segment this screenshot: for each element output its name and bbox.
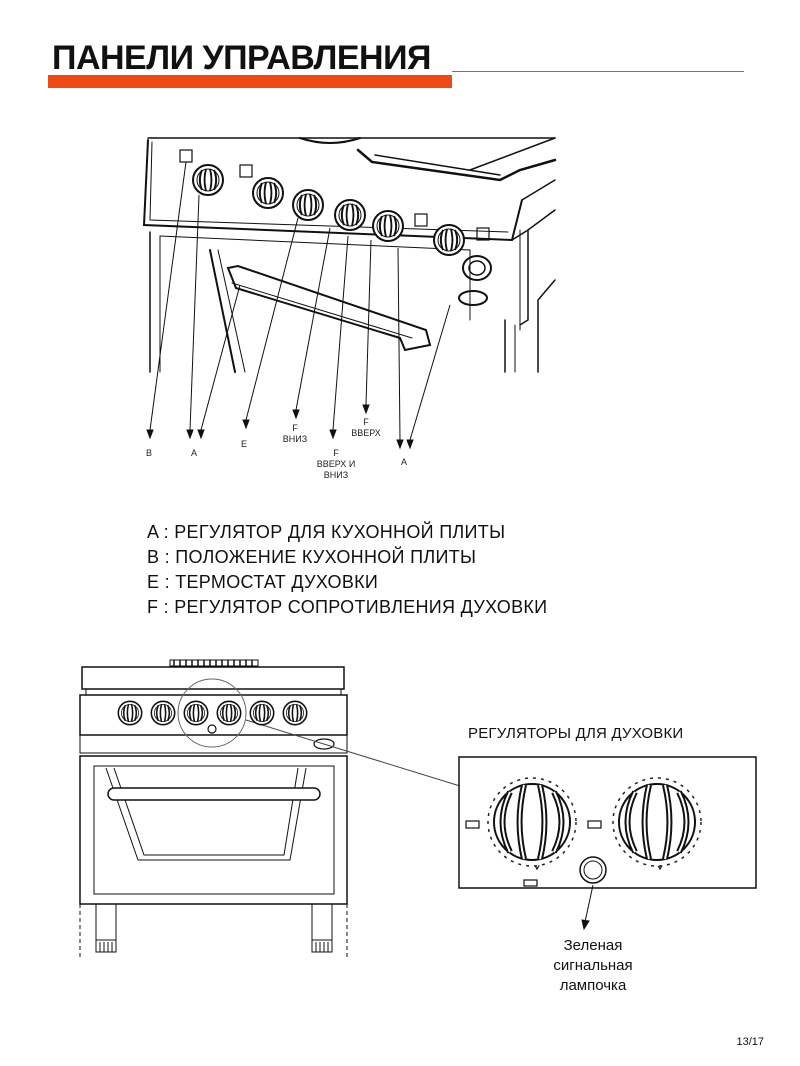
title-underline-bar bbox=[48, 75, 452, 88]
callout-f-updown: F ВВЕРХ И ВНИЗ bbox=[310, 448, 362, 481]
signal-lamp-label: Зеленая сигнальная лампочка bbox=[520, 936, 666, 996]
cooker-perspective-drawing bbox=[142, 137, 557, 373]
legend-item: A : РЕГУЛЯТОР ДЛЯ КУХОННОЙ ПЛИТЫ bbox=[147, 522, 506, 542]
perspective-knobs bbox=[192, 164, 465, 256]
callout-a-right: A bbox=[401, 457, 408, 467]
cooker-front-drawing bbox=[79, 659, 461, 960]
callout-a-left: A bbox=[191, 448, 198, 458]
callout-f-down-word: ВНИЗ bbox=[282, 434, 308, 444]
signal-lamp-line2: сигнальная bbox=[553, 957, 633, 974]
callout-f-up-word: ВВЕРХ bbox=[351, 428, 381, 438]
callout-f-up: F ВВЕРХ bbox=[346, 417, 386, 439]
callout-e: E bbox=[241, 439, 248, 449]
callout-f-down-letter: F bbox=[292, 423, 298, 433]
legend-item: B : ПОЛОЖЕНИЕ КУХОННОЙ ПЛИТЫ bbox=[147, 547, 477, 567]
legend: A : РЕГУЛЯТОР ДЛЯ КУХОННОЙ ПЛИТЫ B : ПОЛ… bbox=[147, 520, 547, 620]
page-title: ПАНЕЛИ УПРАВЛЕНИЯ bbox=[52, 39, 431, 77]
front-knobs bbox=[117, 700, 308, 726]
legend-item: F : РЕГУЛЯТОР СОПРОТИВЛЕНИЯ ДУХОВКИ bbox=[147, 597, 548, 617]
callout-f-updown-word1: ВВЕРХ И bbox=[316, 459, 356, 469]
legend-item: E : ТЕРМОСТАТ ДУХОВКИ bbox=[147, 572, 379, 592]
callout-f-updown-letter: F bbox=[333, 448, 339, 458]
page-number: 13/17 bbox=[736, 1036, 764, 1048]
callout-f-up-letter: F bbox=[363, 417, 369, 427]
callout-leaders bbox=[146, 161, 451, 450]
callout-b: B bbox=[146, 448, 153, 458]
oven-controls-title: РЕГУЛЯТОРЫ ДЛЯ ДУХОВКИ bbox=[468, 725, 684, 742]
signal-lamp-line3: лампочка bbox=[559, 977, 627, 994]
title-rule bbox=[452, 71, 744, 72]
signal-lamp-line1: Зеленая bbox=[563, 937, 623, 954]
callout-f-down: F ВНИЗ bbox=[280, 423, 310, 445]
callout-f-updown-word2: ВНИЗ bbox=[323, 470, 349, 480]
